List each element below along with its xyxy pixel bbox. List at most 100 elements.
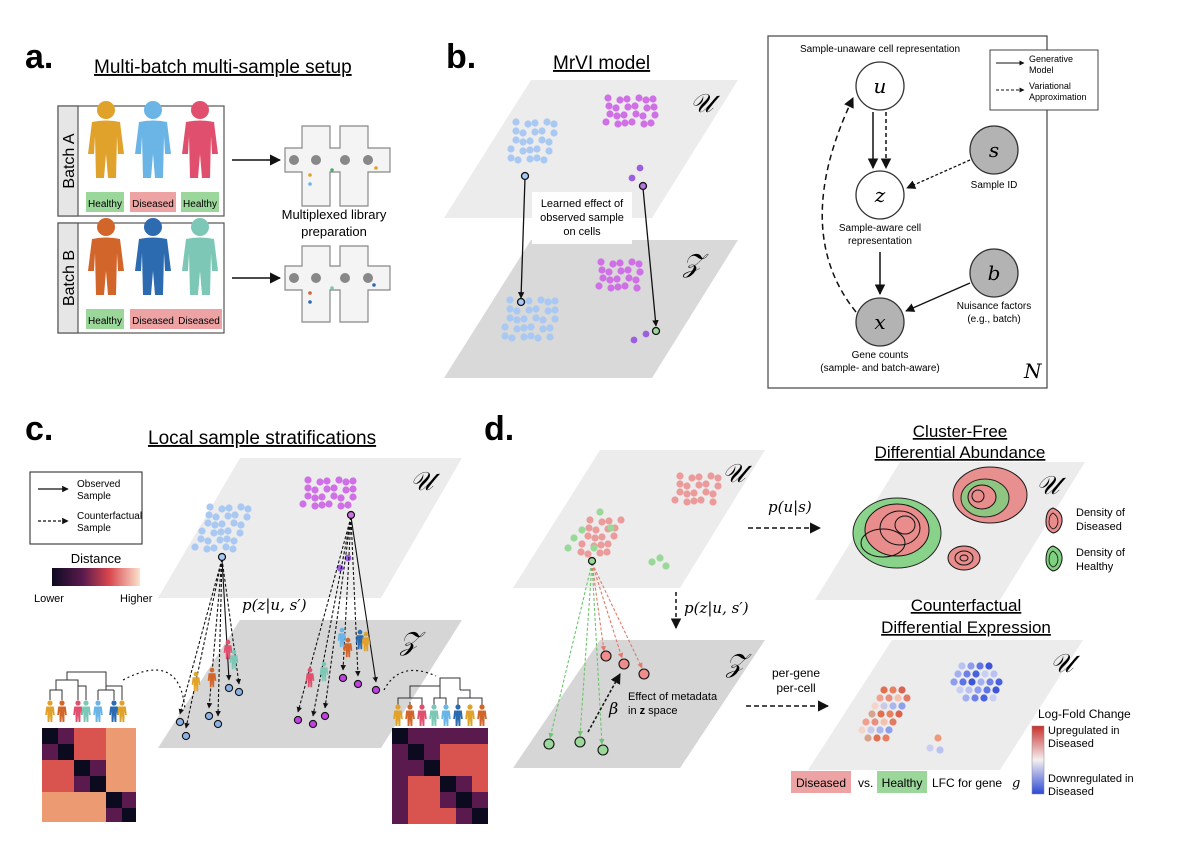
legend-generative-2: Model bbox=[1029, 65, 1054, 75]
diseased-label: Diseased bbox=[796, 776, 846, 790]
cell-dot bbox=[598, 533, 606, 541]
lfc-cell bbox=[971, 694, 979, 702]
lfc-cell bbox=[958, 662, 966, 670]
cell-dot bbox=[614, 120, 622, 128]
cell-dot bbox=[538, 136, 546, 144]
counterfactual-cell bbox=[213, 719, 223, 729]
node-b bbox=[969, 248, 1019, 298]
red-cells-u-d bbox=[577, 472, 722, 558]
metadata-effect-1: Effect of metadata bbox=[628, 691, 718, 703]
learned-effect-2: observed sample bbox=[540, 212, 624, 224]
cell-dot bbox=[631, 102, 639, 110]
node-z bbox=[855, 170, 905, 220]
cell-dot bbox=[244, 505, 252, 513]
counterfactual-cell bbox=[293, 715, 303, 725]
diseased-chip bbox=[791, 771, 851, 793]
cell-dot bbox=[204, 519, 212, 527]
cell-dot bbox=[596, 549, 604, 557]
heatmap-right bbox=[392, 728, 488, 824]
cell-dot bbox=[617, 267, 625, 275]
cell-dot bbox=[614, 283, 622, 291]
lfc-cell bbox=[976, 662, 984, 670]
cell-dot bbox=[709, 498, 717, 506]
lfc-cell bbox=[986, 678, 994, 686]
cell-dot bbox=[570, 534, 578, 542]
cell-dot bbox=[635, 260, 643, 268]
cell-dot bbox=[613, 275, 621, 283]
lfc-cell bbox=[936, 746, 944, 754]
lfc-cell bbox=[903, 694, 911, 702]
panel-b-letter: b. bbox=[446, 38, 476, 76]
counterfactual-cell bbox=[234, 687, 244, 697]
cell-dot bbox=[604, 540, 612, 548]
cell-dot bbox=[349, 493, 357, 501]
cell-dot bbox=[714, 482, 722, 490]
cell-dot bbox=[230, 519, 238, 527]
beta-arrow bbox=[587, 673, 621, 733]
cell-dot bbox=[662, 562, 670, 570]
cell-dot bbox=[632, 276, 640, 284]
source-cell-d bbox=[587, 556, 597, 566]
sample-person-icon bbox=[441, 704, 451, 726]
cell-dot bbox=[590, 544, 598, 552]
cfde-title-1: Counterfactual bbox=[911, 596, 1022, 615]
healthy-chip bbox=[877, 771, 927, 793]
cell-dot bbox=[527, 332, 535, 340]
cell-dot bbox=[198, 527, 206, 535]
distance-label: Distance bbox=[71, 551, 122, 566]
highlight-cell-z2 bbox=[651, 326, 661, 336]
lfc-cell bbox=[876, 694, 884, 702]
cell-dot bbox=[311, 486, 319, 494]
cell-dot bbox=[702, 480, 710, 488]
cell-dot bbox=[602, 118, 610, 126]
lfc-cell bbox=[876, 726, 884, 734]
cell-dot bbox=[632, 110, 640, 118]
sample-person-icon bbox=[465, 704, 475, 726]
per-gene-label: per-gene bbox=[772, 666, 820, 680]
cell-dot bbox=[606, 276, 614, 284]
cell-dot bbox=[318, 493, 326, 501]
cell-dot bbox=[304, 476, 312, 484]
legend-variational-1: Variational bbox=[1029, 81, 1071, 91]
lfc-colorbar bbox=[1031, 725, 1045, 795]
cell-dot bbox=[210, 544, 218, 552]
status-a3: Healthy bbox=[183, 199, 217, 210]
z-plane-d bbox=[513, 640, 765, 768]
cell-dot bbox=[671, 496, 679, 504]
cell-dot bbox=[578, 540, 586, 548]
lfc-cell bbox=[956, 686, 964, 694]
u-plane-c bbox=[158, 458, 462, 598]
z-plane-b bbox=[444, 240, 738, 378]
healthy-label: Healthy bbox=[882, 776, 923, 790]
cell-dot bbox=[624, 266, 632, 274]
lfc-cell bbox=[889, 718, 897, 726]
node-x bbox=[855, 297, 905, 347]
cell-dot bbox=[514, 156, 522, 164]
sample-person-icon bbox=[405, 704, 415, 726]
cell-dot bbox=[224, 527, 232, 535]
cell-dot bbox=[544, 307, 552, 315]
cell-dot bbox=[236, 529, 244, 537]
batch-a-box: Batch A Healthy Diseased Healthy bbox=[57, 101, 225, 217]
dendrogram-left bbox=[49, 671, 123, 700]
vs-label: vs. bbox=[858, 776, 873, 790]
cell-dot bbox=[605, 517, 613, 525]
highlight-cell-u2 bbox=[638, 181, 648, 191]
cell-dot bbox=[546, 324, 554, 332]
formula-u-d: p(u|s) bbox=[768, 498, 812, 516]
cell-dot bbox=[599, 274, 607, 282]
legend-variational-2: Approximation bbox=[1029, 92, 1087, 102]
cell-dot bbox=[501, 332, 509, 340]
cell-dot bbox=[218, 505, 226, 513]
link-right bbox=[383, 669, 437, 691]
cell-dot bbox=[534, 334, 542, 342]
cell-dot bbox=[203, 545, 211, 553]
cell-dot bbox=[526, 137, 534, 145]
counterfactual-cells-c bbox=[175, 673, 381, 741]
panel-c-title: Local sample stratifications bbox=[148, 428, 376, 449]
cell-dot bbox=[223, 535, 231, 543]
gene-symbol: g bbox=[1012, 776, 1020, 791]
cell-dot bbox=[218, 520, 226, 528]
cell-dot bbox=[714, 474, 722, 482]
lfc-down-1: Downregulated in bbox=[1048, 773, 1134, 785]
